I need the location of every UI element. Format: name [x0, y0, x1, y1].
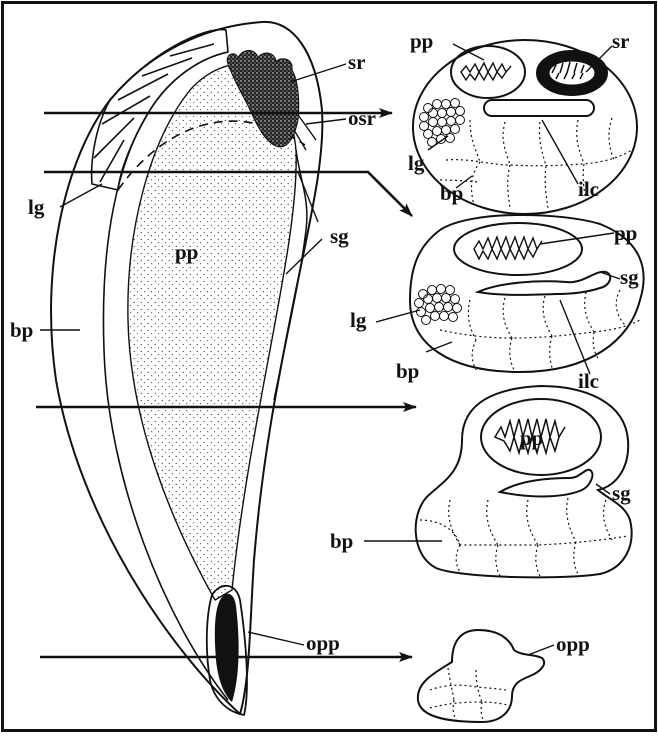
cs2-bp-cells [440, 290, 640, 370]
cs1-ilc [484, 100, 594, 116]
cs3-sg-groove [500, 470, 592, 497]
cs4-bp-cells [430, 668, 512, 722]
label-lg-cs2: lg [350, 308, 367, 332]
cs3-bp-cells [420, 498, 628, 576]
label-ilc-cs1: ilc [578, 177, 599, 201]
cs1-lg-cluster [420, 99, 465, 147]
cs2-pp-outer [454, 223, 582, 275]
cs2-pp-lumen [474, 237, 542, 259]
label-bp-cs2: bp [396, 359, 419, 383]
cross-section-3 [416, 386, 632, 577]
label-bp-cs3: bp [330, 529, 353, 553]
label-bp-main: bp [10, 318, 33, 342]
label-pp-main: pp [175, 240, 198, 264]
label-sg-cs2: sg [620, 265, 639, 289]
label-pp-cs3: pp [520, 426, 543, 450]
pp-region [128, 64, 296, 600]
cs2-lg-cluster [415, 285, 462, 325]
cross-section-4 [418, 630, 544, 722]
label-sr-main: sr [348, 50, 366, 74]
label-pp-cs2: pp [614, 221, 637, 245]
label-bp-cs1: bp [440, 181, 463, 205]
cs1-bp-cells [440, 118, 632, 208]
label-sg-cs3: sg [612, 481, 631, 505]
label-lg-cs1: lg [408, 151, 425, 175]
cs3-outline [416, 386, 632, 577]
label-ilc-cs2: ilc [578, 369, 599, 393]
longitudinal-section [51, 22, 322, 715]
cs1-pp-lumen [461, 63, 511, 80]
label-sg-main: sg [330, 224, 349, 248]
label-sr-cs1: sr [612, 29, 630, 53]
cs2-sg-groove [478, 272, 610, 295]
label-opp-main: opp [306, 631, 340, 655]
label-pp-cs1: pp [410, 29, 433, 53]
leader-lines [40, 44, 620, 655]
label-opp-cs4: opp [556, 632, 590, 656]
label-osr: osr [348, 106, 376, 130]
opp-core [215, 594, 239, 702]
label-lg-main: lg [28, 195, 45, 219]
cross-section-2 [410, 215, 644, 372]
